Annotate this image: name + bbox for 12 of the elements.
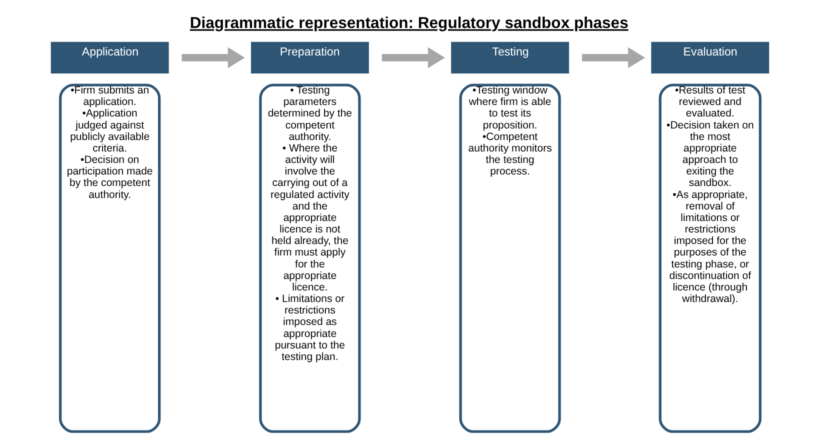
node-box: • Testing parameters determined by the competent authority. • Where the activity will involve the carrying out of a regulated activity and the appropriate licence is not held already, the firm must apply for the appropriate licence. • Limitations or restrictions imposed as appropriate pursuant to the testing plan. — [258, 84, 360, 433]
node-box: •Results of test reviewed and evaluated. •Decision taken on the most appropriate approach to exiting the sandbox. •As appropriate, removal of limitations or restrictions imposed for the purposes of the testing phase, or discontinuation of licence (through withdrawal). — [658, 84, 762, 433]
node-box: •Firm submits an application. •Application judged against publicly available criteria. •Decision on participation made by the competent authority. — [58, 84, 160, 433]
arrow — [581, 47, 645, 68]
node-box: Application — [50, 42, 168, 74]
node-box: Preparation — [250, 42, 368, 74]
arrow — [181, 47, 244, 68]
node-box: Evaluation — [650, 42, 769, 74]
diagram-title: Diagrammatic representation: Regulatory sandbox phases — [189, 15, 628, 32]
node-box: Testing — [450, 42, 569, 74]
node-box: •Testing window where firm is able to test its proposition. •Competent authority monitors the testing process. — [458, 84, 560, 433]
arrow — [381, 47, 444, 68]
